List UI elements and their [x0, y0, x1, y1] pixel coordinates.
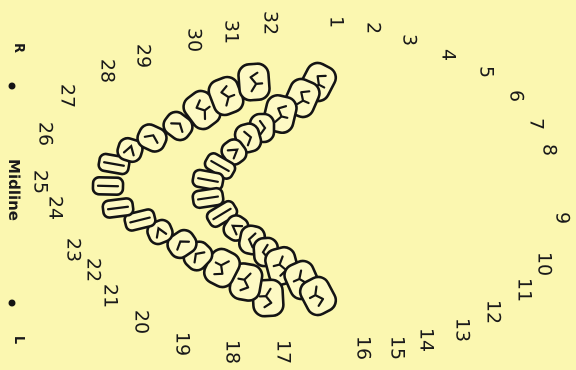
- teeth-layer: [93, 59, 340, 319]
- tooth-label-26: 26: [35, 122, 57, 146]
- tooth-label-16: 16: [353, 336, 375, 360]
- tooth-label-10: 10: [534, 252, 556, 276]
- tooth-label-4: 4: [438, 49, 460, 61]
- tooth-32: [238, 63, 271, 101]
- left-side-dot: [9, 300, 16, 307]
- tooth-label-5: 5: [476, 66, 498, 78]
- tooth-label-9: 9: [552, 212, 574, 224]
- tooth-label-23: 23: [63, 238, 85, 262]
- tooth-label-22: 22: [83, 258, 105, 282]
- tooth-label-11: 11: [514, 278, 536, 302]
- tooth-label-15: 15: [387, 336, 409, 360]
- tooth-label-31: 31: [221, 20, 243, 44]
- tooth-label-12: 12: [483, 300, 505, 324]
- tooth-label-27: 27: [57, 84, 79, 108]
- tooth-25-groove: [98, 186, 118, 187]
- tooth-label-17: 17: [273, 340, 295, 364]
- tooth-label-29: 29: [133, 44, 155, 68]
- tooth-label-32: 32: [260, 11, 282, 35]
- tooth-label-20: 20: [131, 310, 153, 334]
- tooth-label-14: 14: [416, 328, 438, 352]
- tooth-label-21: 21: [100, 284, 122, 308]
- tooth-25: [93, 177, 123, 195]
- tooth-label-30: 30: [184, 28, 206, 52]
- tooth-label-6: 6: [506, 90, 528, 102]
- tooth-label-1: 1: [326, 16, 348, 28]
- tooth-label-3: 3: [399, 34, 421, 46]
- tooth-label-2: 2: [363, 22, 385, 34]
- tooth-label-13: 13: [452, 318, 474, 342]
- tooth-label-18: 18: [222, 340, 244, 364]
- tooth-label-25: 25: [30, 170, 52, 194]
- tooth-label-19: 19: [172, 332, 194, 356]
- right-side-dot: [9, 83, 16, 90]
- right-side-label: R: [11, 43, 26, 53]
- tooth-label-28: 28: [97, 59, 119, 83]
- tooth-24: [102, 198, 134, 219]
- tooth-label-24: 24: [45, 196, 67, 220]
- tooth-label-7: 7: [526, 118, 548, 130]
- midline-label: Midline: [5, 159, 23, 221]
- left-side-label: L: [11, 336, 26, 344]
- tooth-label-8: 8: [539, 144, 561, 156]
